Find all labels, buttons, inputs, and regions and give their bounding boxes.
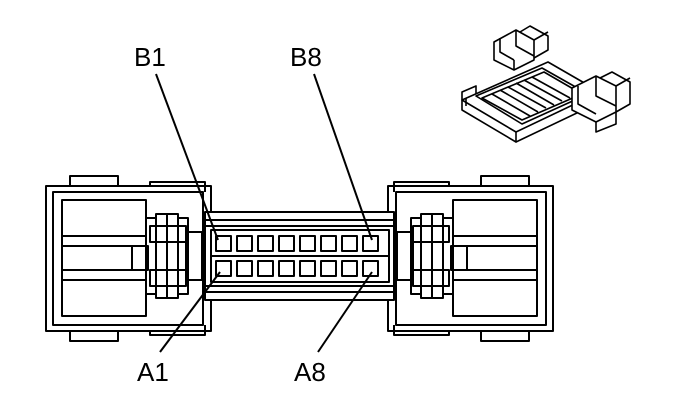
- connector-face-view: [45, 175, 554, 342]
- pin-b4: [278, 235, 295, 252]
- pin-b3: [257, 235, 274, 252]
- connector-body: [204, 211, 395, 301]
- pin-b2: [236, 235, 253, 252]
- label-a1: A1: [137, 357, 169, 387]
- pin-row-b: [215, 235, 379, 252]
- label-b1: B1: [134, 42, 166, 72]
- pin-a5: [299, 260, 316, 277]
- leader-b1: [155, 73, 219, 241]
- leader-a1: [159, 271, 221, 353]
- leader-lines: [155, 73, 373, 353]
- pin-row-a: [215, 260, 379, 277]
- pin-a4: [278, 260, 295, 277]
- leader-b8: [313, 73, 373, 241]
- pin-a7: [341, 260, 358, 277]
- pin-b7: [341, 235, 358, 252]
- pin-b6: [320, 235, 337, 252]
- leader-a8: [317, 271, 373, 353]
- pin-cavities: [215, 235, 379, 277]
- connector-3d-view: [461, 25, 631, 143]
- right-housing: [387, 175, 554, 342]
- left-housing: [45, 175, 212, 342]
- pin-a2: [236, 260, 253, 277]
- pin-a6: [320, 260, 337, 277]
- pin-b5: [299, 235, 316, 252]
- label-b8: B8: [290, 42, 322, 72]
- label-a8: A8: [294, 357, 326, 387]
- pin-a1: [215, 260, 232, 277]
- pin-b1: [215, 235, 232, 252]
- pin-a3: [257, 260, 274, 277]
